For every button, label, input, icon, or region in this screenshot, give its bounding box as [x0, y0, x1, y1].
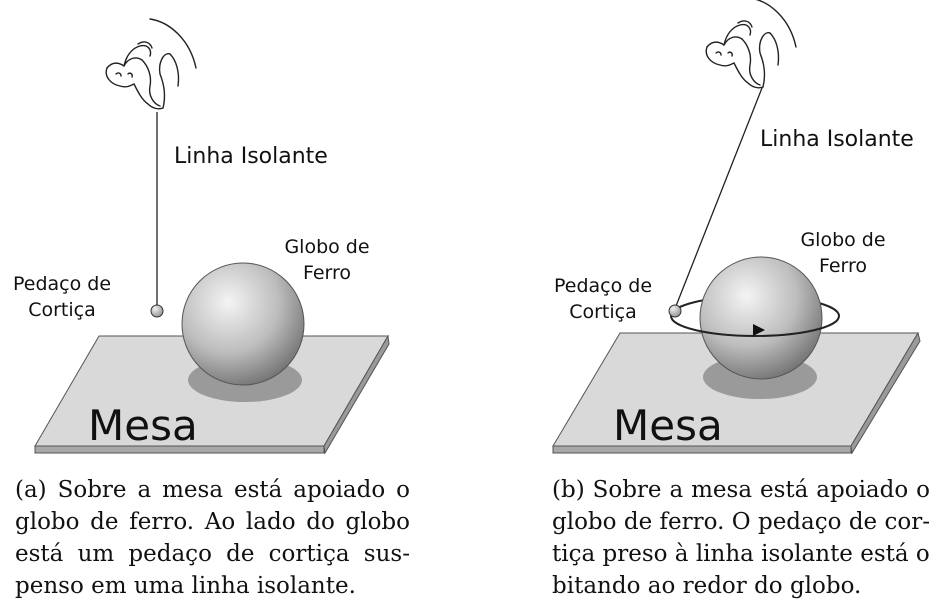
label-cork-line1: Pedaço de	[13, 273, 111, 295]
label-iron-globe-line1: Globo de	[800, 229, 885, 251]
iron-globe	[181, 262, 305, 386]
label-insulating-thread: Linha Isolante	[174, 144, 328, 169]
label-cork-line2: Cortiça	[28, 299, 96, 321]
label-table: Mesa	[88, 401, 198, 450]
insulating-thread	[675, 87, 763, 307]
hand-icon	[105, 18, 197, 110]
hand-icon	[705, 0, 797, 89]
label-cork-line1: Pedaço de	[554, 275, 652, 297]
orbit-direction-arrow-icon	[753, 324, 765, 336]
diagram-b: Linha Isolante Globo de Ferro Pedaço de …	[552, 0, 921, 455]
label-table: Mesa	[613, 401, 723, 450]
cork-piece	[150, 304, 164, 318]
caption-b-line: globo de ferro. O pedaço de cor-	[552, 509, 930, 535]
label-iron-globe-line1: Globo de	[284, 236, 369, 258]
caption-a-line: penso em uma linha isolante.	[15, 573, 356, 599]
caption-b-line: tiça preso à linha isolante está or-	[552, 541, 930, 567]
diagram-a: Linha Isolante Globo de Ferro Pedaço de …	[13, 18, 390, 455]
caption-b-line: (b) Sobre a mesa está apoiado o	[552, 477, 930, 503]
label-cork-line2: Cortiça	[569, 301, 637, 323]
caption-a-line: globo de ferro. Ao lado do globo	[15, 509, 410, 535]
cork-piece	[668, 304, 682, 318]
caption-a: (a) Sobre a mesa está apoiado o globo de…	[15, 474, 410, 602]
caption-a-line: (a) Sobre a mesa está apoiado o	[15, 477, 410, 503]
iron-globe	[699, 256, 823, 380]
caption-b: (b) Sobre a mesa está apoiado o globo de…	[552, 474, 930, 602]
label-iron-globe-line2: Ferro	[303, 262, 351, 284]
caption-b-line: bitando ao redor do globo.	[552, 573, 862, 599]
label-insulating-thread: Linha Isolante	[760, 127, 914, 152]
caption-a-line: está um pedaço de cortiça sus-	[15, 541, 410, 567]
orbit-path-front	[670, 315, 840, 337]
label-iron-globe-line2: Ferro	[819, 255, 867, 277]
panel-b: Linha Isolante Globo de Ferro Pedaço de …	[465, 0, 930, 599]
panel-a: Linha Isolante Globo de Ferro Pedaço de …	[0, 0, 465, 599]
